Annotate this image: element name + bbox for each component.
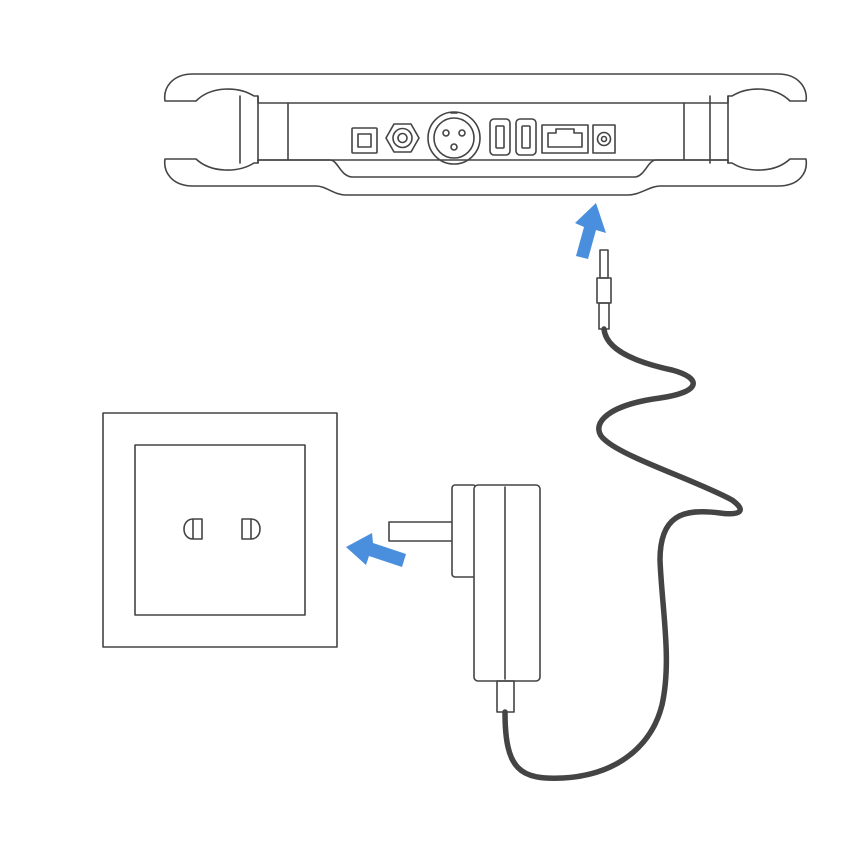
ethernet-port-icon (541, 124, 589, 154)
adapter-plug-head (451, 484, 477, 578)
adapter-prong (388, 521, 454, 542)
power-cable (502, 326, 743, 781)
socket-left-slot (183, 518, 203, 540)
device-panel-face (257, 102, 729, 161)
coaxial-port-icon (385, 123, 420, 153)
xlr-port-icon (427, 111, 481, 165)
device-right-post (709, 95, 729, 164)
usb-port-icon-1 (489, 118, 511, 156)
device-back-panel (163, 73, 808, 196)
arrow-to-dc-port-icon (575, 203, 606, 259)
dc-plug (596, 249, 612, 330)
wall-socket-icon (102, 412, 338, 648)
adapter-strain-relief (496, 680, 515, 713)
device-bottom-rail (163, 158, 808, 196)
power-adapter-icon (388, 484, 541, 713)
socket-right-slot (241, 518, 261, 540)
arrow-to-socket-icon (346, 533, 406, 567)
dc-power-port-icon (592, 124, 616, 154)
optical-port-icon (351, 127, 378, 154)
device-left-post (239, 95, 259, 164)
usb-port-icon-2 (515, 118, 537, 156)
adapter-body (473, 484, 541, 682)
